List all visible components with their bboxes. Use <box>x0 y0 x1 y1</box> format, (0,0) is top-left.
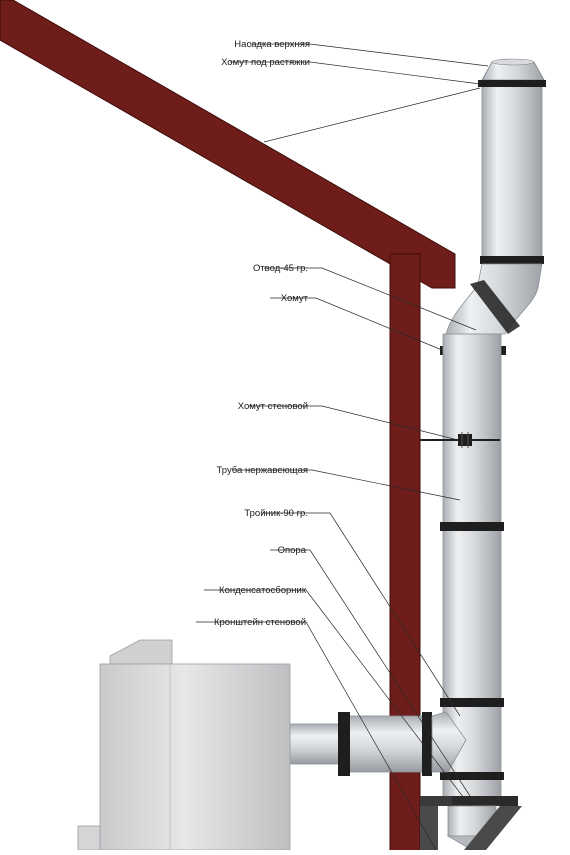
elbow-top-clamp <box>480 256 544 264</box>
pipe-joint-clamp <box>440 522 504 531</box>
upper-pipe <box>481 85 543 265</box>
label-condensate-collector: Конденсатосборник <box>219 585 307 596</box>
tee-top-clamp <box>440 698 504 707</box>
label-stainless-pipe: Труба нержавеющая <box>217 465 309 476</box>
label-clamp: Хомут <box>281 293 309 304</box>
label-top-cap: Насадка верхняя <box>234 39 310 50</box>
top-cap <box>481 58 545 81</box>
leader-top-cap <box>250 43 489 67</box>
leader-stainless-pipe <box>232 469 461 501</box>
leader-elbow-45 <box>264 267 477 331</box>
leader-tee-90 <box>262 512 461 717</box>
wall-clamp <box>420 432 500 448</box>
leader-support <box>270 549 471 797</box>
guy-clamp-band <box>478 80 546 87</box>
elbow-45 <box>445 263 543 335</box>
leader-lines <box>196 43 489 851</box>
boiler <box>77 639 291 851</box>
label-elbow-45: Отвод-45 гр. <box>253 263 308 274</box>
leader-roof-to-clamp <box>263 87 481 143</box>
label-wall-bracket: Кронштейн стеновой <box>214 617 306 628</box>
leader-wall-clamp <box>248 405 459 441</box>
label-guy-clamp: Хомут под растяжки <box>221 57 310 68</box>
leader-wall-bracket <box>196 621 437 851</box>
tee-bottom-clamp <box>440 772 504 780</box>
leader-clamp <box>270 297 443 351</box>
leader-guy-clamp <box>230 61 481 85</box>
tee-90 <box>289 711 467 776</box>
label-support: Опора <box>278 545 307 556</box>
label-wall-clamp: Хомут стеновой <box>238 401 308 412</box>
wall-bracket <box>420 796 522 850</box>
leader-condensate <box>204 589 471 807</box>
support-plate <box>438 796 518 806</box>
roof-rafter <box>0 0 456 289</box>
label-tee-90: Тройник-90 гр. <box>244 508 308 519</box>
labels: Насадка верхняя Хомут под растяжки Отвод… <box>214 39 310 628</box>
